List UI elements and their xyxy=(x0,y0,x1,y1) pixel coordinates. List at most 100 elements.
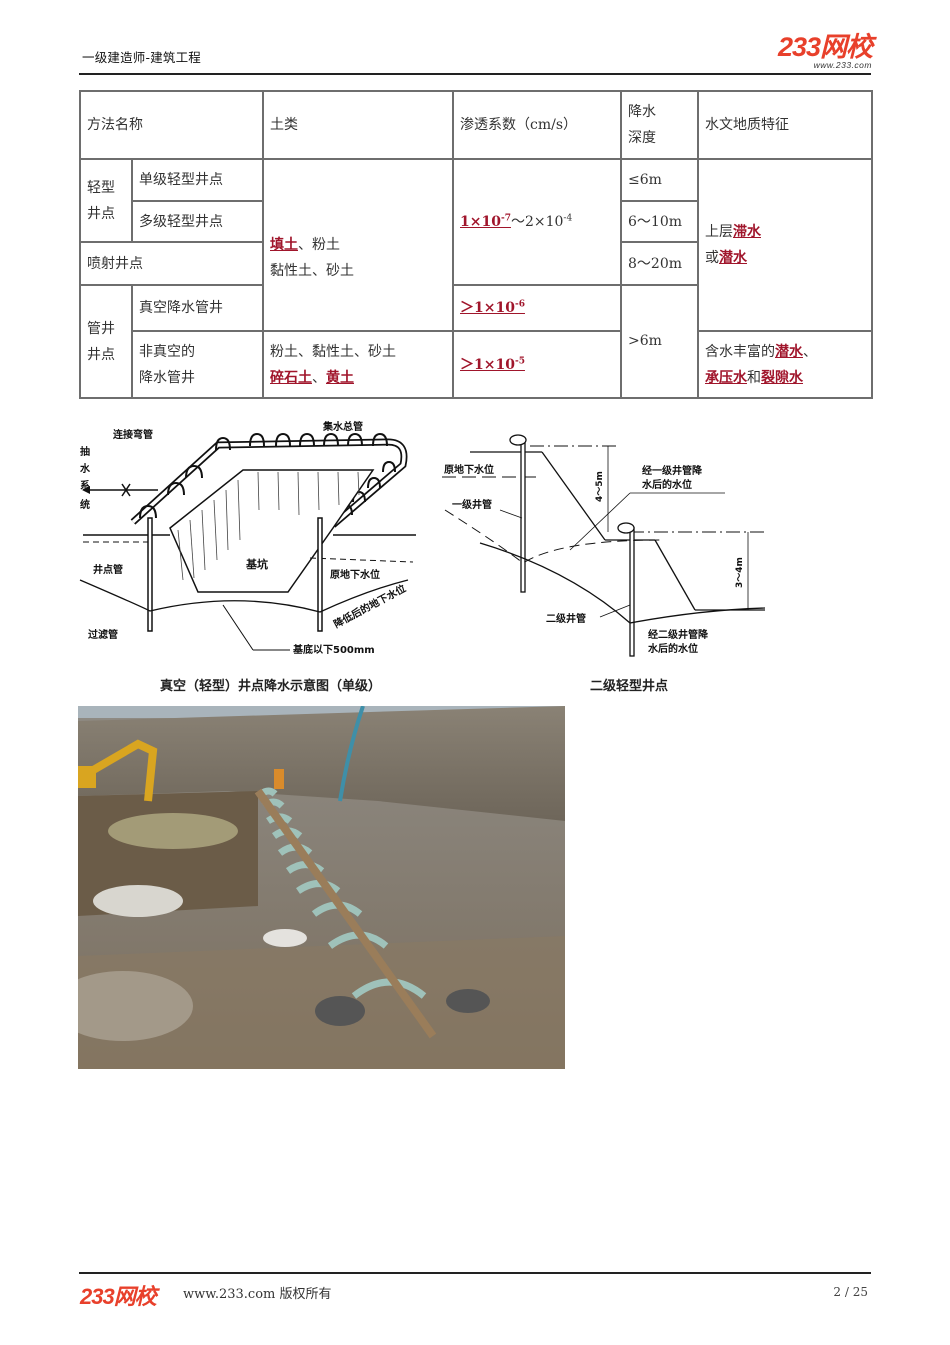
label-second-pipe: 二级井管 xyxy=(546,612,586,625)
label-orig-water-2: 原地下水位 xyxy=(444,463,494,476)
depth-multi: 6～10m xyxy=(620,200,699,243)
document-header-title: 一级建造师-建筑工程 xyxy=(82,50,202,65)
group-tube-well: 管井井点 xyxy=(79,284,133,399)
group-tube-line2: 井点 xyxy=(87,346,115,363)
table-row: 非真空的降水管井 粉土、黏性土、砂土 碎石土、黄土 ＞1×10-5 含水丰富的潜… xyxy=(80,330,873,399)
soil-silt: 、粉土 xyxy=(298,237,340,253)
hydro-tube-phreatic-link[interactable]: 潜水 xyxy=(775,343,803,360)
label-first-pipe: 一级井管 xyxy=(452,498,492,511)
label-after-second-2: 水后的水位 xyxy=(647,642,698,655)
site-photo xyxy=(78,706,565,1069)
perm-low-link[interactable]: 1×10-7 xyxy=(460,214,511,230)
perm-vacuum-base: ＞1×10 xyxy=(460,300,515,316)
label-pump-2: 水 xyxy=(79,462,91,475)
row-single-light: 单级轻型井点 xyxy=(131,158,264,202)
site-photo-illustration xyxy=(78,706,565,1069)
hydro-tube-sep: 、 xyxy=(803,343,817,360)
nonvac-line1: 非真空的 xyxy=(139,343,195,360)
hydro-tube-prefix: 含水丰富的 xyxy=(705,343,775,360)
group-light-line1: 轻型 xyxy=(87,179,115,196)
soil-loess-link[interactable]: 黄土 xyxy=(326,369,354,386)
hydro-light: 上层滞水 或潜水 xyxy=(697,158,873,332)
label-pump-4: 统 xyxy=(80,498,90,511)
label-filter-pipe: 过滤管 xyxy=(88,628,118,641)
label-below-base: 基底以下500mm xyxy=(292,643,375,656)
table-row: 管井井点 真空降水管井 ＞1×10-6 >6m xyxy=(79,284,872,399)
row-multi-light: 多级轻型井点 xyxy=(131,200,264,243)
header-depth-line1: 降水 xyxy=(628,104,656,120)
row-jet: 喷射井点 xyxy=(79,241,264,286)
group-light-wellpoint: 轻型井点 xyxy=(79,158,133,243)
logo-url: www.233.com xyxy=(813,60,872,70)
perm-nonvac-exp: -5 xyxy=(514,355,525,366)
label-depth-34: 3～4m xyxy=(735,557,745,588)
single-stage-wellpoint-diagram: 连接弯管 集水总管 抽 水 系 统 井点管 基坑 原地下水位 降低后的地下水位 … xyxy=(78,410,438,670)
hydro-and: 和 xyxy=(747,369,761,386)
figure2-caption: 二级轻型井点 xyxy=(590,679,669,694)
label-header-pipe: 集水总管 xyxy=(322,420,363,433)
soil-clay-sand: 黏性土、砂土 xyxy=(270,263,354,279)
label-pump-1: 抽 xyxy=(80,445,90,458)
perm-vacuum-link[interactable]: ＞1×10-6 xyxy=(460,300,525,316)
page-number: 2 / 25 xyxy=(833,1285,868,1299)
label-pit: 基坑 xyxy=(245,557,268,571)
hydro-tube: 含水丰富的潜水、 承压水和裂隙水 xyxy=(697,330,873,399)
table-row: 喷射井点 8～20m xyxy=(79,241,872,286)
soil-gravel-link[interactable]: 碎石土 xyxy=(270,369,312,386)
perm-light: 1×10-7～2×10-4 xyxy=(452,158,622,286)
soil-nonvac-line1: 粉土、黏性土、砂土 xyxy=(270,343,396,360)
figure1-caption: 真空（轻型）井点降水示意图（单级） xyxy=(160,679,382,694)
perm-nonvac: ＞1×10-5 xyxy=(452,330,622,399)
table-row: 轻型井点 单级轻型井点 填土、粉土 黏性土、砂土 1×10-7～2×10-4 ≤… xyxy=(79,158,873,332)
perm-high-exp: -4 xyxy=(563,213,573,224)
brand-logo: 233网校 www.233.com xyxy=(777,32,873,71)
group-tube-line1: 管井 xyxy=(87,320,115,337)
two-stage-wellpoint-diagram: 原地下水位 经一级井管降 水后的水位 一级井管 4～5m 3～4m 二级井管 经… xyxy=(430,410,780,670)
soil-sep: 、 xyxy=(312,369,326,386)
group-light-line2: 井点 xyxy=(87,205,115,222)
soil-fill-link[interactable]: 填土 xyxy=(270,237,298,253)
footer-logo: 233网校 xyxy=(80,1284,157,1309)
header-hydro: 水文地质特征 xyxy=(697,90,873,160)
table-header-row: 方法名称 土类 渗透系数（cm/s） 降水深度 水文地质特征 xyxy=(79,90,873,160)
label-lowered-water: 降低后的地下水位 xyxy=(331,582,408,631)
hydro-fissure-link[interactable]: 裂隙水 xyxy=(761,369,803,386)
hydro-phreatic-link[interactable]: 潜水 xyxy=(719,250,747,266)
perm-nonvac-link[interactable]: ＞1×10-5 xyxy=(460,355,525,373)
soil-nonvac: 粉土、黏性土、砂土 碎石土、黄土 xyxy=(262,330,454,399)
label-well-pipe: 井点管 xyxy=(93,563,123,576)
hydro-or: 或 xyxy=(705,250,719,266)
soil-light: 填土、粉土 黏性土、砂土 xyxy=(262,158,454,332)
label-after-first-2: 水后的水位 xyxy=(641,478,692,491)
perm-low-exp: -7 xyxy=(500,213,511,224)
hydro-prefix: 上层 xyxy=(705,224,733,240)
label-pump-3: 系 xyxy=(80,479,90,492)
label-orig-water: 原地下水位 xyxy=(330,568,380,581)
footer-copyright: www.233.com 版权所有 xyxy=(183,1287,332,1302)
header-depth-line2: 深度 xyxy=(628,130,656,146)
label-depth-45: 4～5m xyxy=(595,471,605,502)
label-bend-pipe: 连接弯管 xyxy=(113,428,153,441)
wellpoint-diagram-svg: 连接弯管 集水总管 抽 水 系 统 井点管 基坑 原地下水位 降低后的地下水位 … xyxy=(79,420,416,656)
dewatering-methods-table: 方法名称 土类 渗透系数（cm/s） 降水深度 水文地质特征 轻型井点 单级轻型… xyxy=(79,90,873,399)
header-permeability: 渗透系数（cm/s） xyxy=(452,90,622,160)
table-row: 多级轻型井点 6～10m xyxy=(80,200,872,243)
logo-text: 233网校 xyxy=(777,32,873,62)
header-divider xyxy=(79,73,871,75)
row-vacuum-tube: 真空降水管井 xyxy=(131,284,264,332)
row-nonvac-tube: 非真空的降水管井 xyxy=(131,330,264,399)
header-method: 方法名称 xyxy=(79,90,264,160)
hydro-perched-link[interactable]: 滞水 xyxy=(733,224,761,240)
perm-low-base: 1×10 xyxy=(460,214,501,230)
footer-divider xyxy=(79,1272,871,1274)
depth-jet: 8～20m xyxy=(620,241,699,286)
header-soil: 土类 xyxy=(262,90,454,160)
perm-nonvac-base: ＞1×10 xyxy=(460,356,515,373)
label-after-second-1: 经二级井管降 xyxy=(648,628,709,641)
hydro-confined-link[interactable]: 承压水 xyxy=(705,369,747,386)
perm-mid: ～2×10 xyxy=(510,214,564,230)
perm-vacuum-exp: -6 xyxy=(514,299,525,310)
header-depth: 降水深度 xyxy=(620,90,699,160)
perm-vacuum: ＞1×10-6 xyxy=(452,284,622,332)
two-stage-diagram-svg: 原地下水位 经一级井管降 水后的水位 一级井管 4～5m 3～4m 二级井管 经… xyxy=(442,434,766,657)
